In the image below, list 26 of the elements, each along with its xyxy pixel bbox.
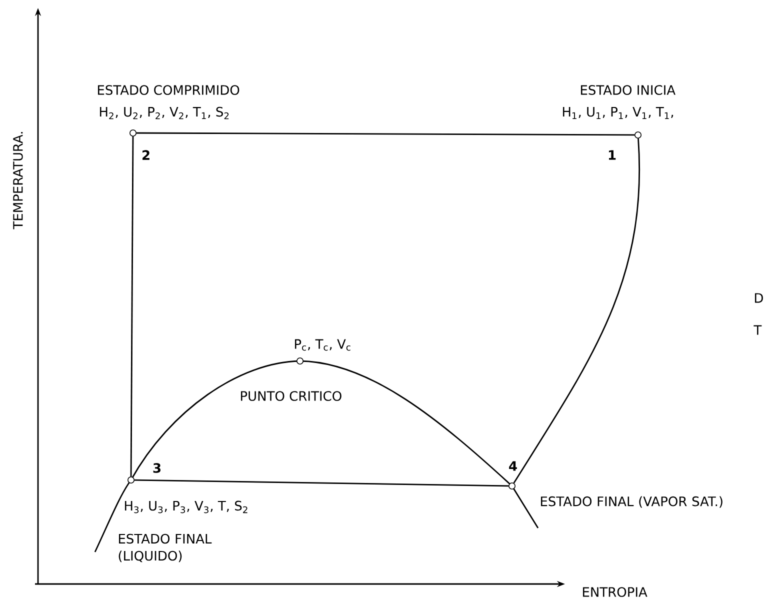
cut-text: T (754, 325, 762, 335)
state-point (296, 357, 304, 364)
state-point (634, 131, 642, 138)
state-values: H$_{1}$, U$_{1}$, P$_{1}$, V$_{1}$, T$_{1}$, (562, 107, 674, 119)
state-heading: ESTADO FINAL (LIQUIDO) (118, 534, 212, 562)
state-point (128, 476, 135, 484)
state-values: P$_{c}$, T$_{c}$, V$_{c}$ (294, 339, 350, 351)
state-point (508, 482, 516, 490)
state-number: 3 (153, 463, 160, 473)
state-number: 2 (142, 150, 150, 160)
state-values: H$_{3}$, U$_{3}$, P$_{3}$, V$_{3}$, T, S$_{2}$ (124, 500, 248, 514)
point-label: PUNTO CRITICO (240, 391, 342, 401)
state-point (130, 129, 137, 136)
cut-text: D (754, 293, 763, 303)
state-heading: ESTADO FINAL (VAPOR SAT.) (540, 496, 722, 508)
process-line (513, 138, 640, 484)
state-heading: ESTADO INICIA (580, 85, 676, 95)
axis-title: ENTROPIA (582, 587, 648, 597)
axis-title: TEMPERATURA. (13, 132, 23, 230)
state-number: 1 (608, 150, 616, 160)
process-line (130, 136, 134, 476)
state-values: H$_{2}$, U$_{2}$, P$_{2}$, V$_{2}$, T$_{1}$, S$_{2}$ (100, 106, 229, 120)
state-heading: ESTADO COMPRIMIDO (98, 85, 240, 95)
process-line (134, 479, 508, 487)
state-number: 4 (509, 461, 517, 471)
process-line (136, 132, 634, 136)
